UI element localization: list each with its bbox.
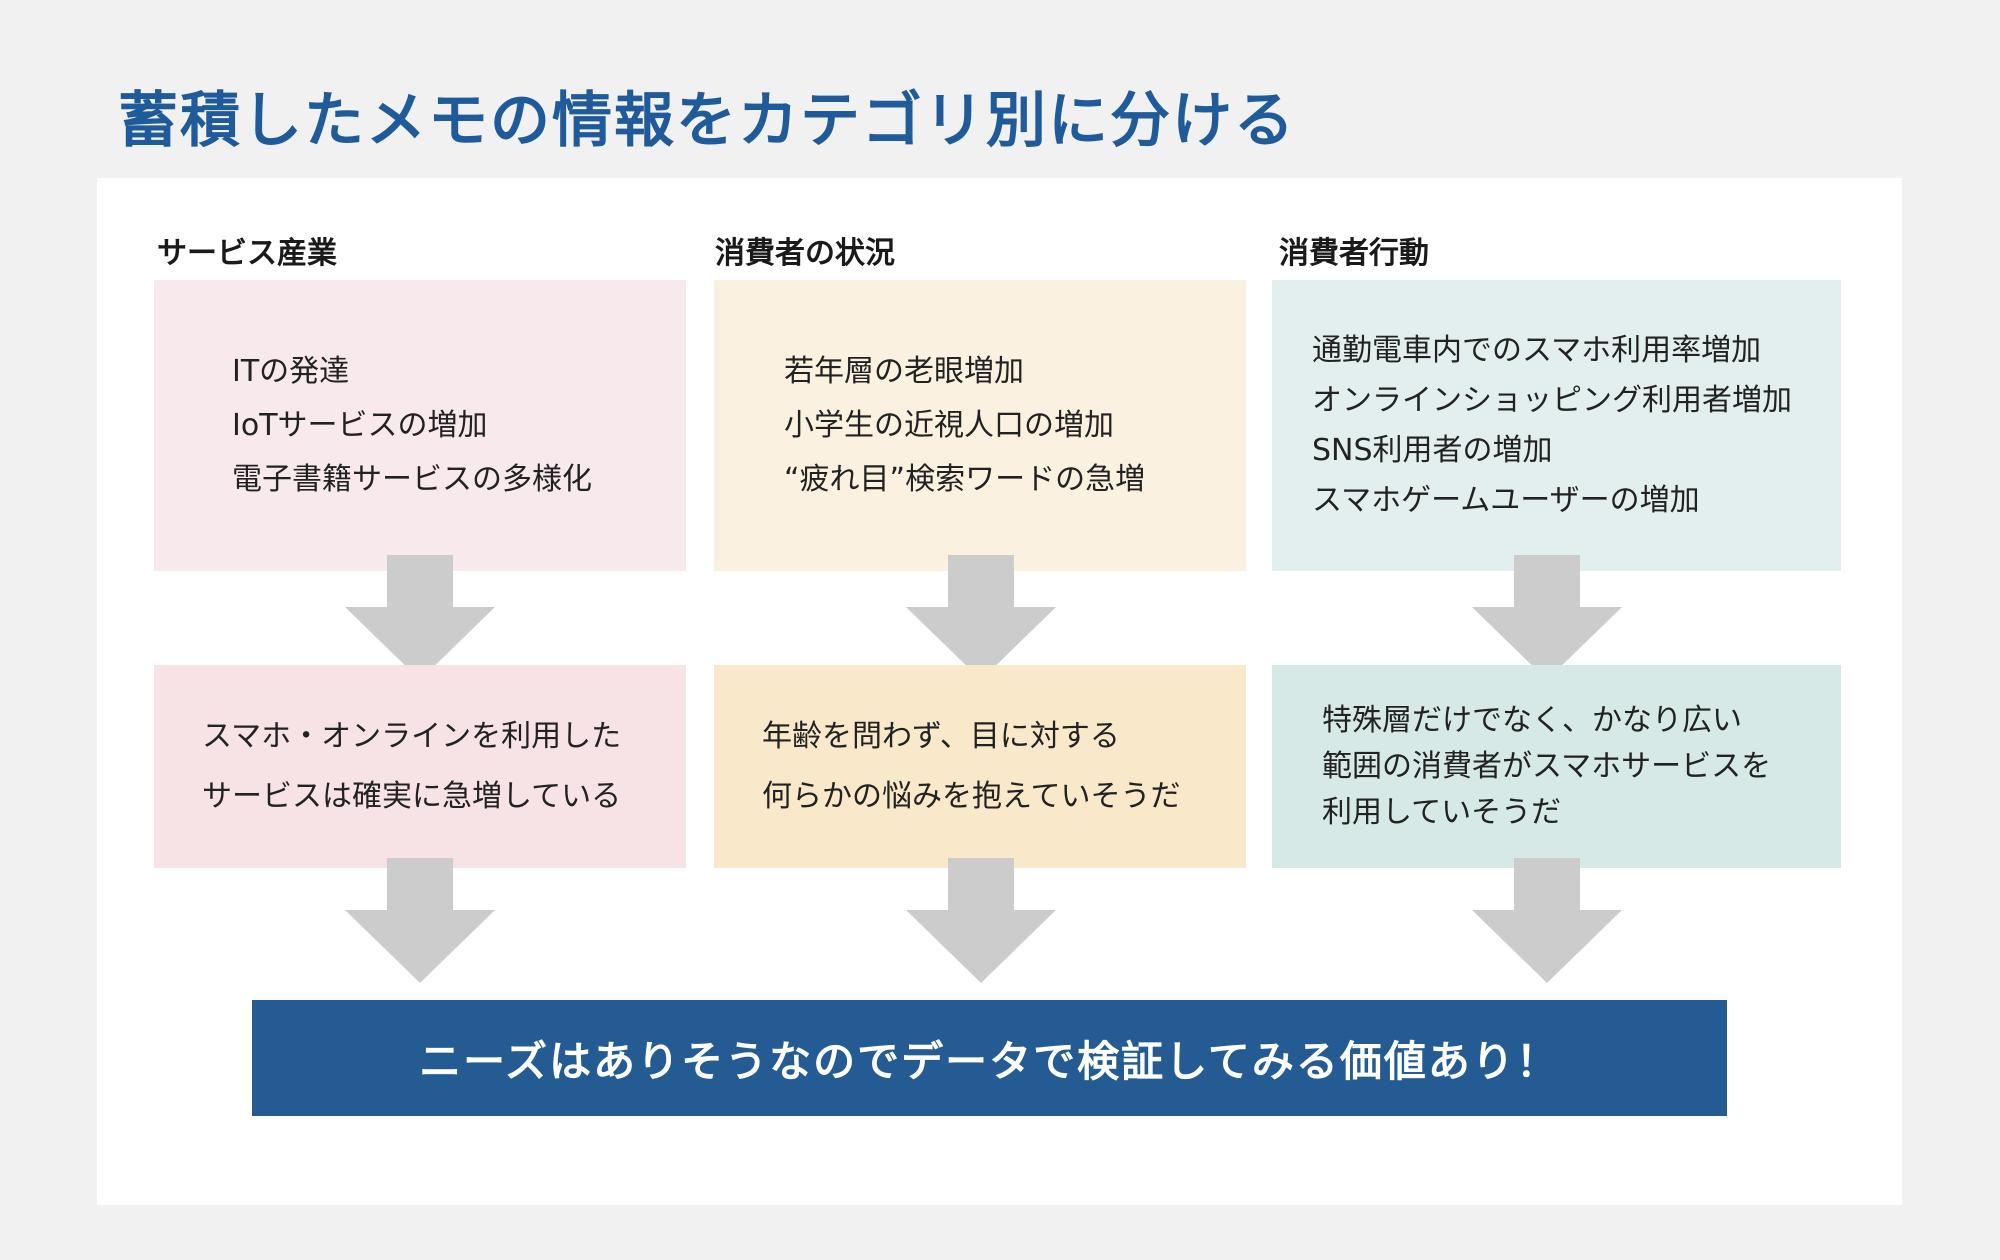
down-arrow-icon: [906, 555, 1056, 680]
fact-item: 若年層の老眼増加: [784, 353, 1024, 389]
down-arrow-icon: [1472, 555, 1622, 680]
insight-line: スマホ・オンラインを利用した: [202, 718, 622, 754]
down-arrow-icon: [345, 555, 495, 680]
insight-line: 範囲の消費者がスマホサービスを: [1322, 748, 1772, 784]
fact-item: オンラインショッピング利用者増加: [1312, 382, 1792, 418]
down-arrow-icon: [906, 858, 1056, 983]
fact-item: 通勤電車内でのスマホ利用率増加: [1312, 332, 1762, 368]
fact-item: スマホゲームユーザーの増加: [1312, 482, 1700, 518]
insight-box-consumer-behavior: 特殊層だけでなく、かなり広い 範囲の消費者がスマホサービスを 利用していそうだ: [1272, 665, 1841, 868]
down-arrow-icon: [1472, 858, 1622, 983]
insight-line: 何らかの悩みを抱えていそうだ: [762, 778, 1181, 814]
facts-box-consumer-situation: 若年層の老眼増加 小学生の近視人口の増加 “疲れ目”検索ワードの急増: [714, 280, 1246, 571]
conclusion-banner: ニーズはありそうなのでデータで検証してみる価値あり！: [252, 1000, 1727, 1116]
fact-item: SNS利用者の増加: [1312, 432, 1553, 468]
conclusion-text: ニーズはありそうなのでデータで検証してみる価値あり！: [419, 1036, 1560, 1086]
facts-box-service-industry: ITの発達 IoTサービスの増加 電子書籍サービスの多様化: [154, 280, 686, 571]
insight-line: 年齢を問わず、目に対する: [762, 718, 1120, 754]
down-arrow-icon: [345, 858, 495, 983]
insight-line: 利用していそうだ: [1322, 794, 1562, 830]
fact-item: 電子書籍サービスの多様化: [232, 461, 592, 497]
fact-item: “疲れ目”検索ワードの急増: [784, 461, 1146, 497]
column-heading-consumer-behavior: 消費者行動: [1279, 236, 1429, 271]
column-heading-service-industry: サービス産業: [157, 236, 337, 271]
page-title: 蓄積したメモの情報をカテゴリ別に分ける: [118, 86, 1296, 156]
fact-item: IoTサービスの増加: [232, 407, 488, 443]
facts-box-consumer-behavior: 通勤電車内でのスマホ利用率増加 オンラインショッピング利用者増加 SNS利用者の…: [1272, 280, 1841, 571]
fact-item: 小学生の近視人口の増加: [784, 407, 1114, 443]
insight-box-consumer-situation: 年齢を問わず、目に対する 何らかの悩みを抱えていそうだ: [714, 665, 1246, 868]
insight-line: サービスは確実に急増している: [202, 778, 622, 814]
column-heading-consumer-situation: 消費者の状況: [715, 236, 895, 271]
fact-item: ITの発達: [232, 353, 350, 389]
insight-line: 特殊層だけでなく、かなり広い: [1322, 702, 1742, 738]
insight-box-service-industry: スマホ・オンラインを利用した サービスは確実に急増している: [154, 665, 686, 868]
